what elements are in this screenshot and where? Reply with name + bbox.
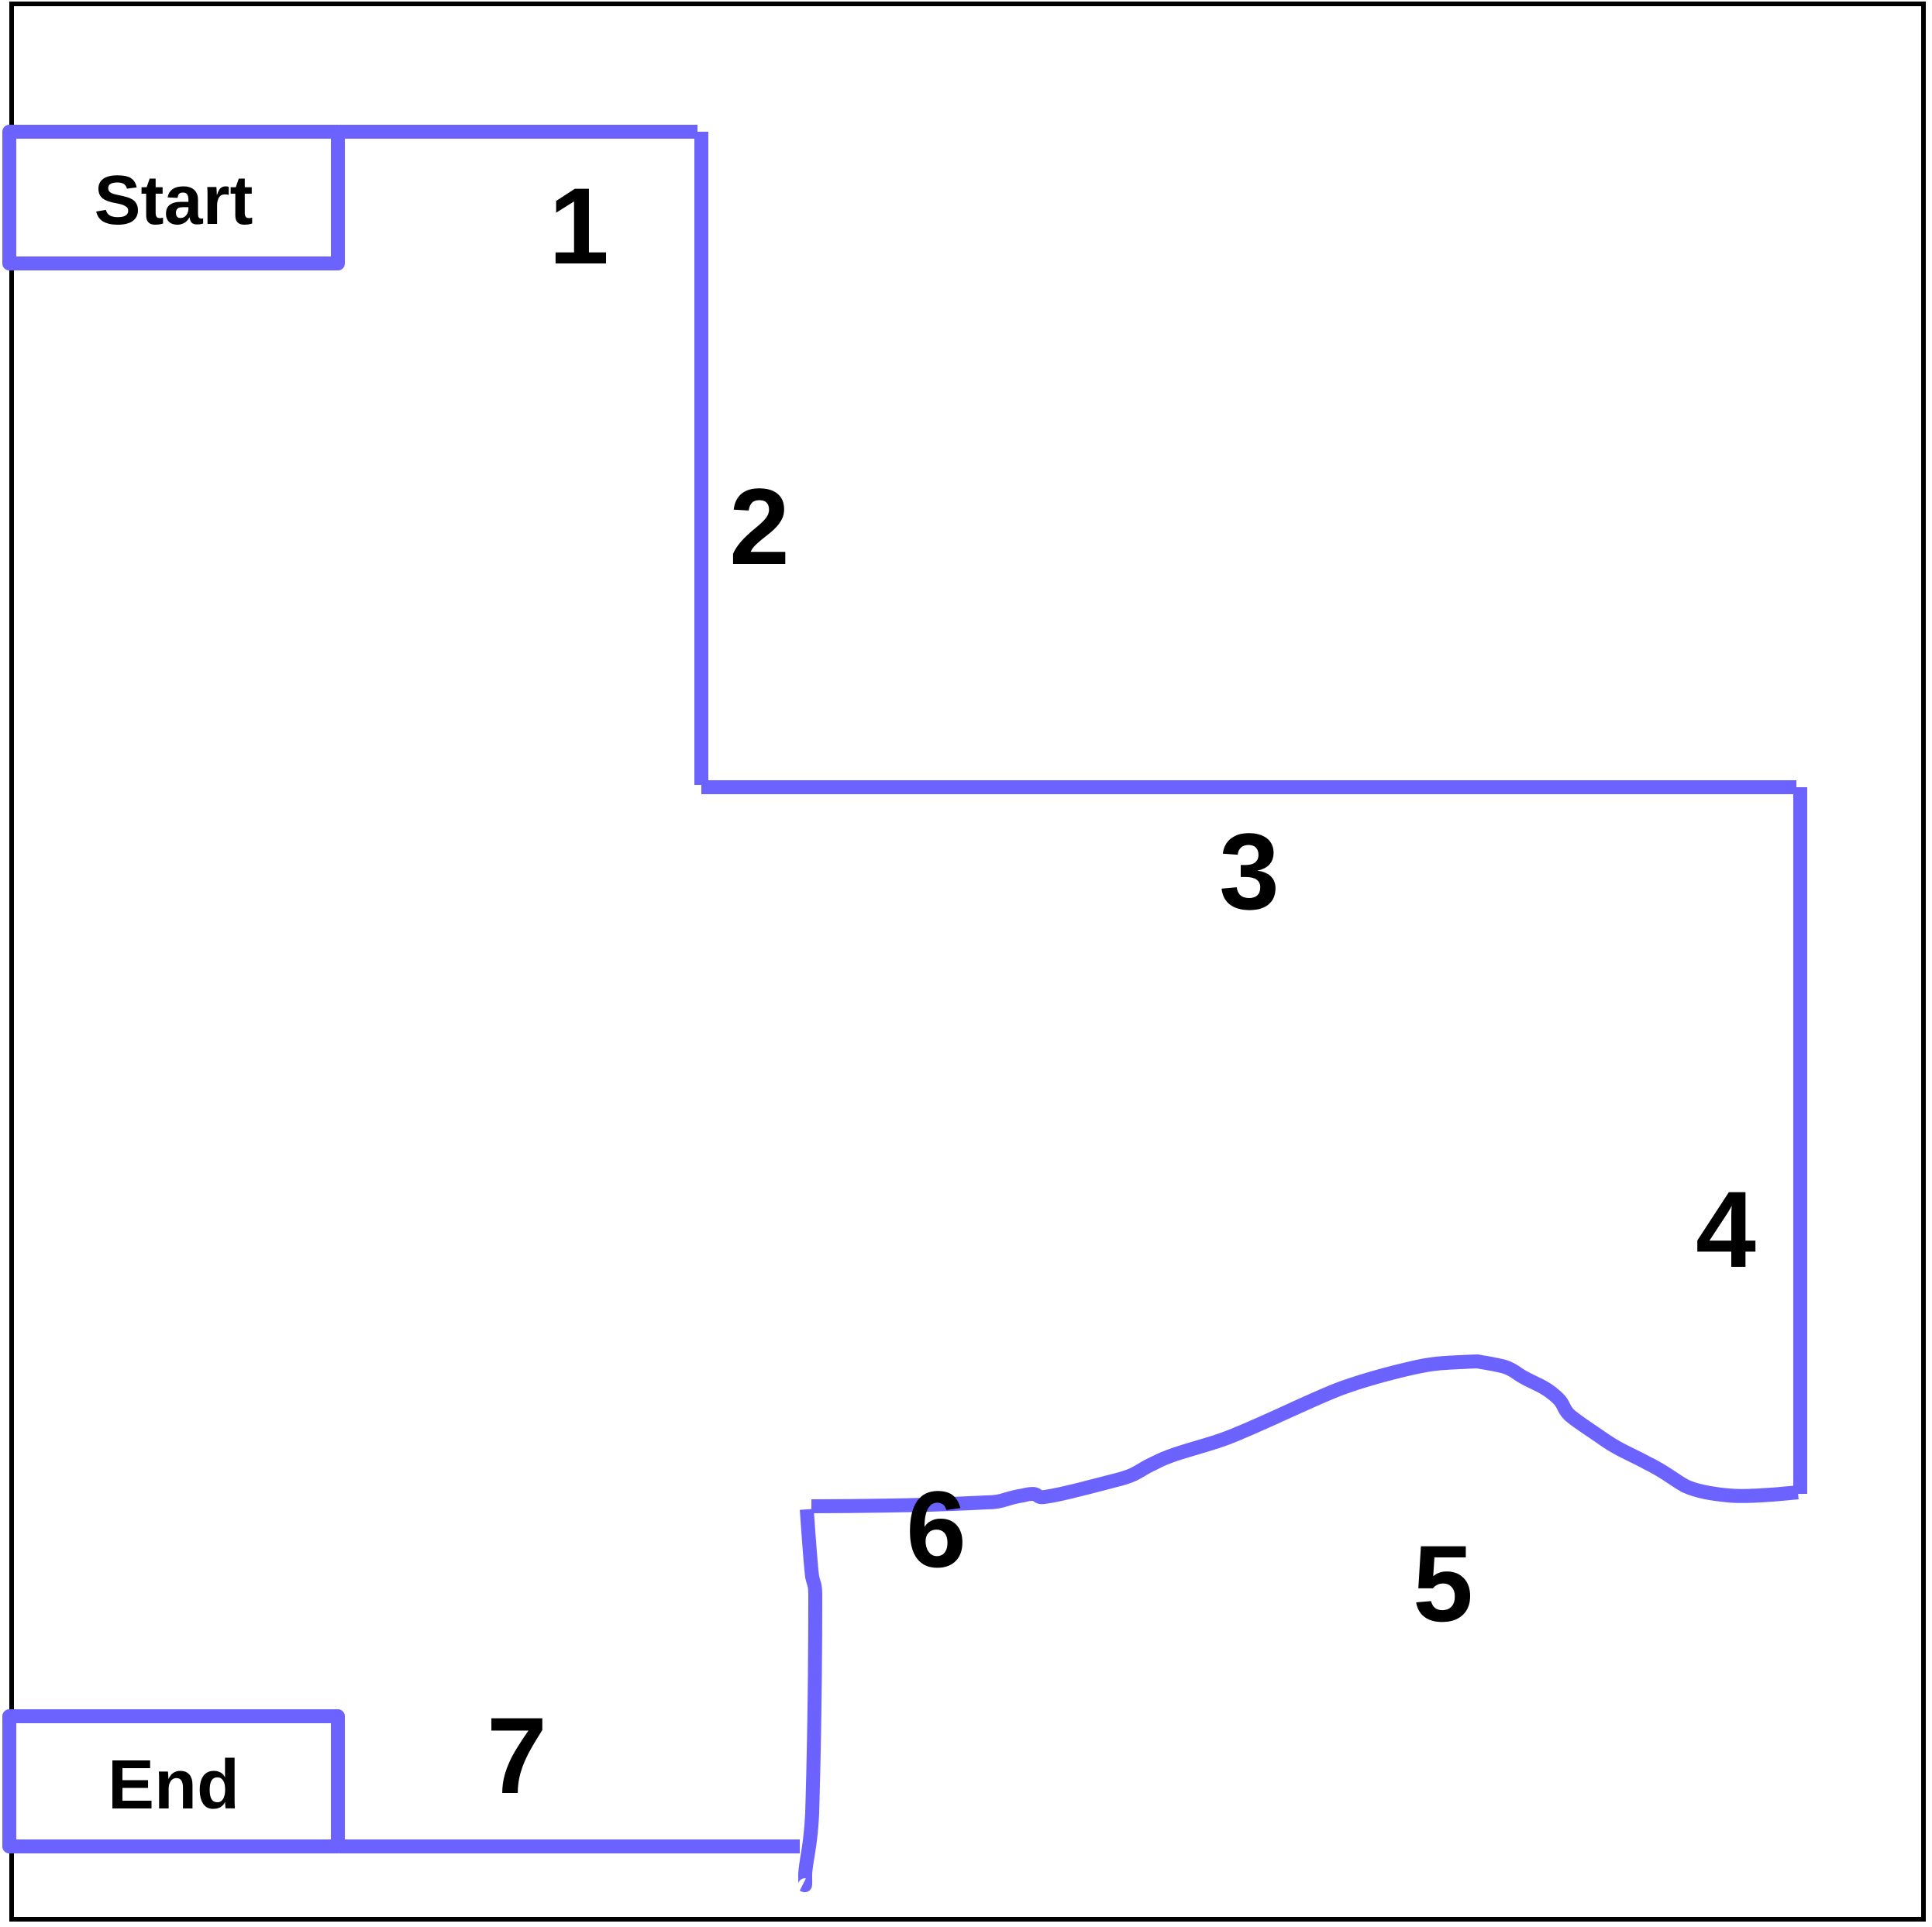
start-label: Start <box>94 162 253 239</box>
segment-number-7: 7 <box>487 1695 547 1816</box>
path-segment-6 <box>797 1509 822 1893</box>
segment-number-1: 1 <box>549 165 609 287</box>
start-node: Start <box>2 125 345 270</box>
end-node: End <box>2 1709 345 1853</box>
end-box <box>2 1709 345 1853</box>
outer-frame <box>9 2 1926 1922</box>
segment-number-6: 6 <box>906 1468 966 1590</box>
segment-number-3: 3 <box>1219 810 1279 932</box>
path-segment-5 <box>811 1354 1799 1513</box>
segment-number-2: 2 <box>729 466 790 587</box>
start-box <box>2 125 345 270</box>
end-label: End <box>108 1746 239 1824</box>
segment-number-5: 5 <box>1413 1523 1473 1644</box>
segment-number-4: 4 <box>1696 1168 1756 1290</box>
